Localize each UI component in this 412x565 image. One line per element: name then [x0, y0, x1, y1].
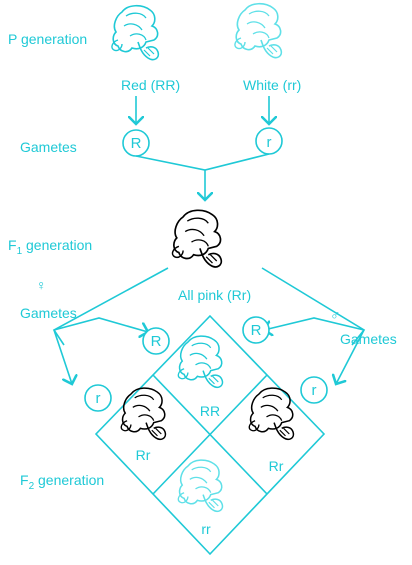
merge-lines: [135, 153, 270, 171]
svg-text:R: R: [131, 135, 142, 152]
male-arm: [261, 267, 366, 384]
f2-generation-label: F2 generation: [20, 472, 104, 492]
cell-top-flower-icon: [177, 335, 224, 389]
female-arm: [52, 267, 169, 384]
red-parent-label: Red (RR): [121, 77, 180, 93]
p-generation-label: P generation: [8, 31, 87, 47]
red-flower-icon: [111, 4, 160, 61]
cell-bottom-flower-icon: [177, 459, 224, 513]
punnett-square: [94, 314, 326, 556]
cell-right-label: Rr: [269, 458, 284, 474]
svg-text:R: R: [251, 322, 262, 339]
cell-left-label: Rr: [136, 447, 151, 463]
f1-generation-label: F1 generation: [8, 237, 92, 257]
svg-text:r: r: [96, 390, 101, 407]
f1-gamete-r-right: r: [300, 376, 328, 404]
female-symbol-icon: ♀: [36, 277, 47, 293]
female-gametes-label: Gametes: [20, 305, 77, 321]
svg-text:R: R: [151, 333, 162, 350]
f1-gamete-R-right: R: [242, 316, 270, 344]
male-symbol-icon: ♂: [330, 307, 341, 323]
male-gametes-label: Gametes: [340, 331, 397, 347]
gametes-label: Gametes: [20, 139, 77, 155]
white-flower-icon: [234, 2, 283, 59]
all-pink-label: All pink (Rr): [178, 287, 251, 303]
f1-gamete-r-left: r: [84, 384, 112, 412]
gamete-r-circle: r: [255, 127, 283, 155]
f1-gamete-R-left: R: [142, 327, 170, 355]
cell-bottom-label: rr: [201, 521, 211, 537]
svg-text:r: r: [312, 382, 317, 399]
white-parent-label: White (rr): [243, 77, 301, 93]
svg-text:r: r: [267, 134, 272, 151]
f1-pink-flower-icon: [171, 209, 223, 268]
cell-left-flower-icon: [120, 387, 167, 441]
cell-top-label: RR: [200, 403, 220, 419]
gamete-R-circle: R: [122, 129, 150, 157]
